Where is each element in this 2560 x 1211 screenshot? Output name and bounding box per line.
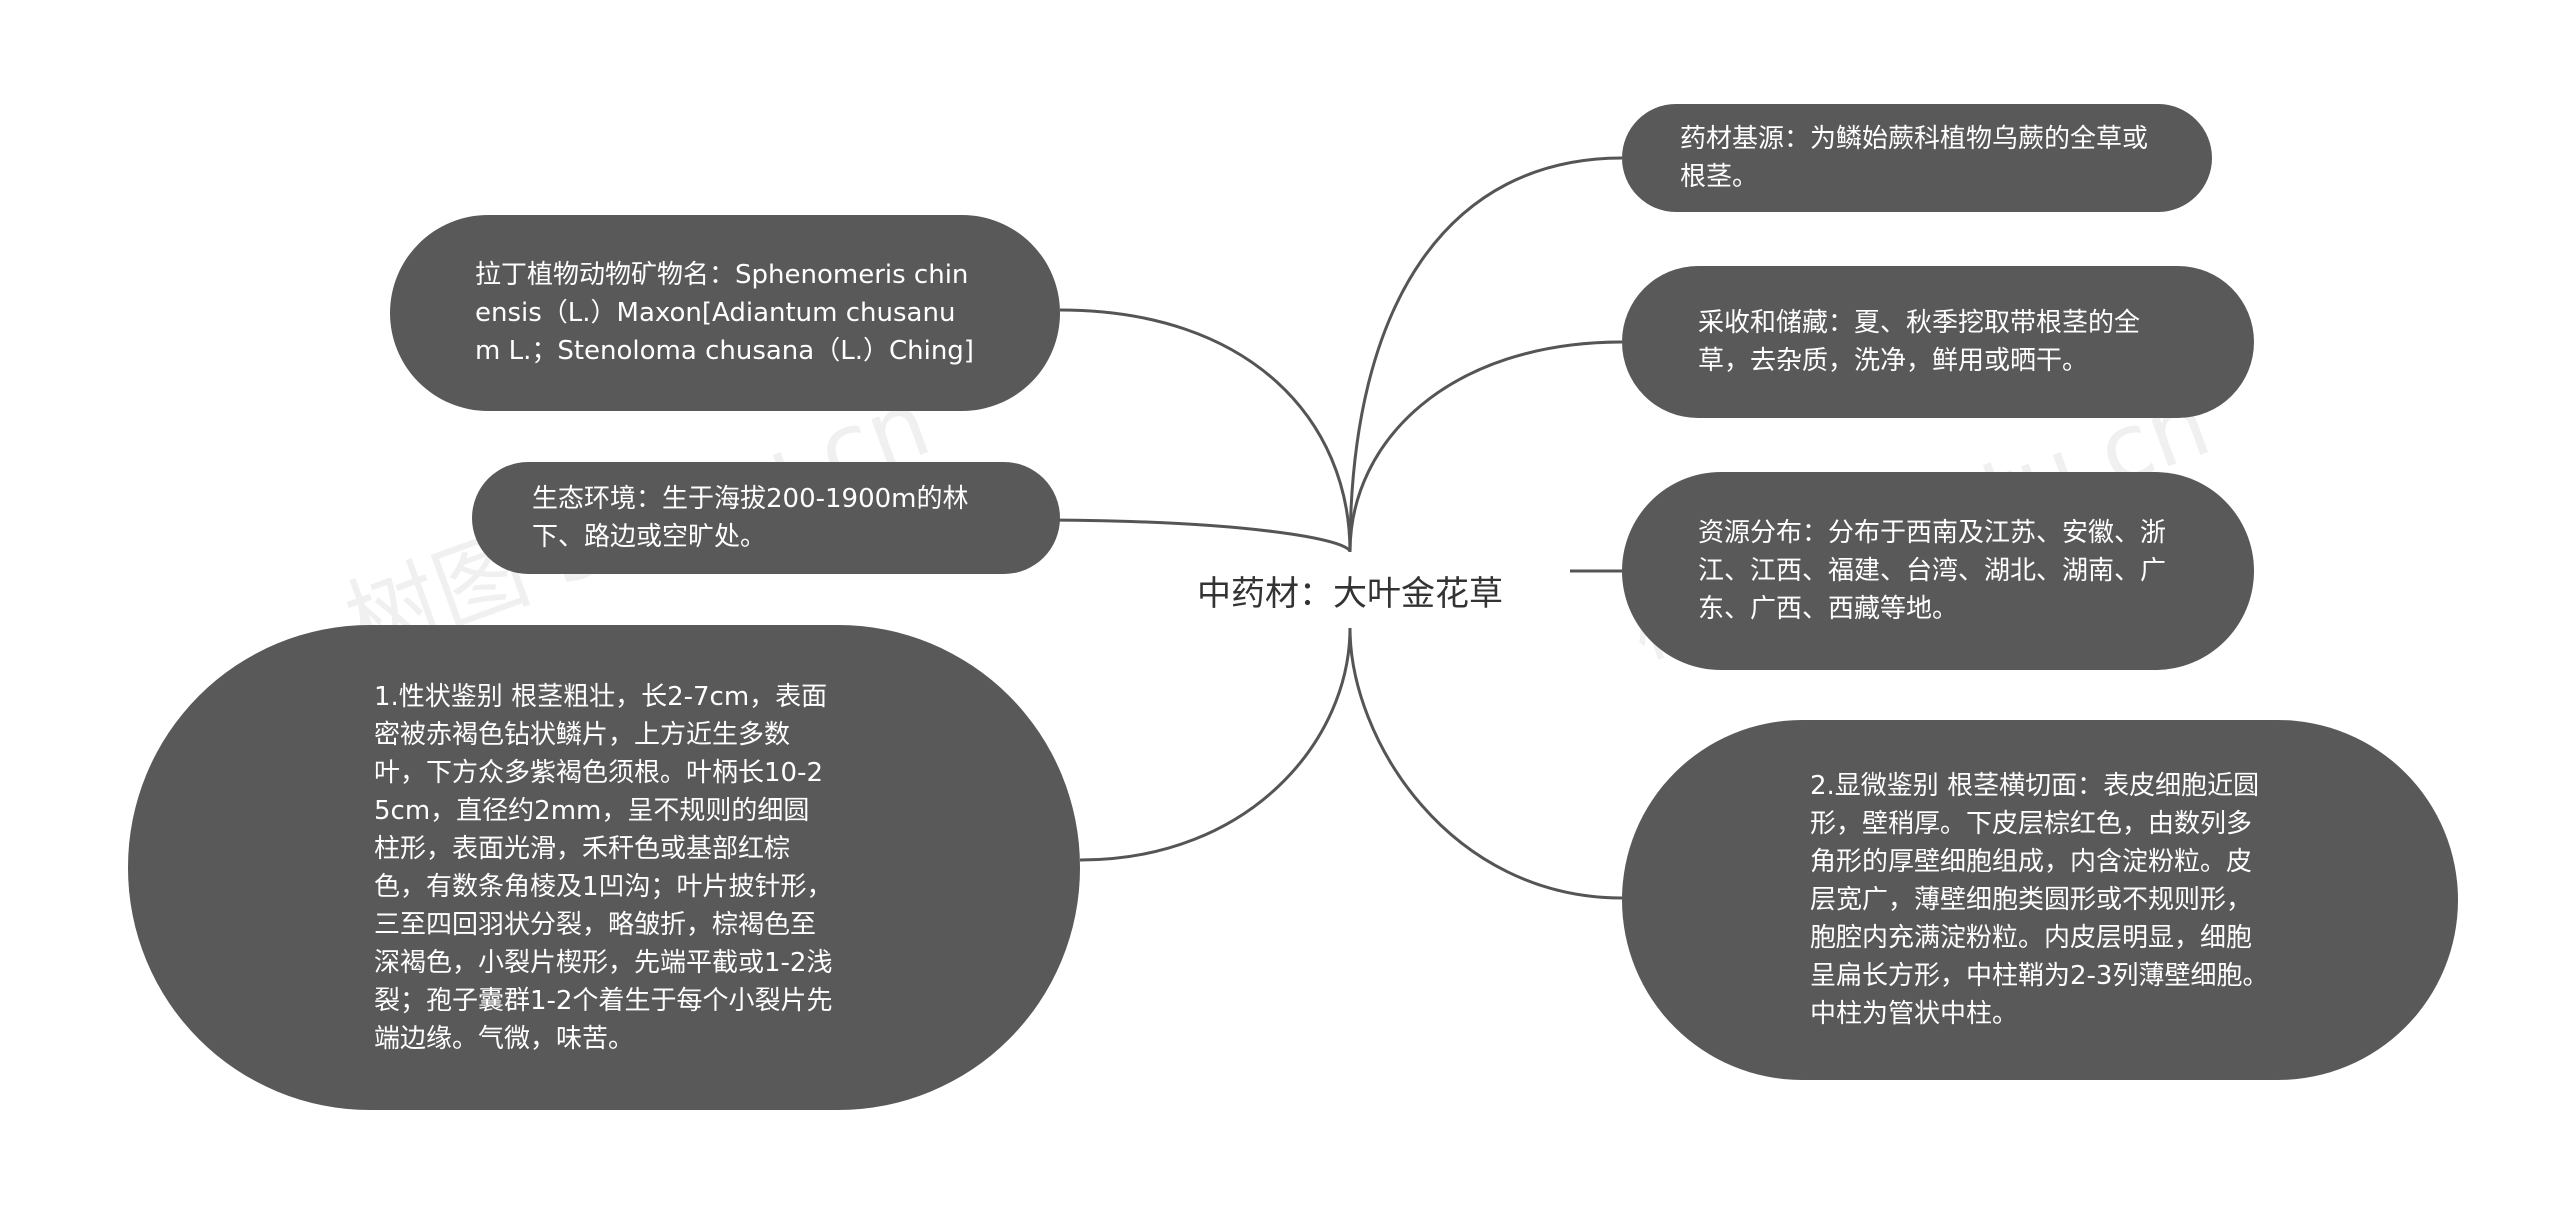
node-latin-name[interactable]: 拉丁植物动物矿物名：Sphenomeris chinensis（L.）Maxon…: [390, 215, 1060, 411]
center-topic[interactable]: 中药材：大叶金花草: [1135, 556, 1565, 624]
node-microscopic-identification[interactable]: 2.显微鉴别 根茎横切面：表皮细胞近圆形，壁稍厚。下皮层棕红色，由数列多角形的厚…: [1622, 720, 2458, 1080]
node-source-text: 药材基源：为鳞始蕨科植物乌蕨的全草或根茎。: [1680, 124, 2149, 192]
connector-source: [1348, 156, 1623, 553]
node-harvest-storage[interactable]: 采收和储藏：夏、秋季挖取带根茎的全草，去杂质，洗净，鲜用或晒干。: [1622, 266, 2254, 418]
center-topic-label: 中药材：大叶金花草: [1197, 573, 1503, 614]
connector-microscopic-identification: [1348, 627, 1623, 900]
node-habitat[interactable]: 生态环境：生于海拔200-1900m的林下、路边或空旷处。: [472, 462, 1060, 574]
node-source[interactable]: 药材基源：为鳞始蕨科植物乌蕨的全草或根茎。: [1622, 104, 2212, 212]
connector-harvest-storage: [1348, 340, 1623, 553]
node-character-identification-text: 1.性状鉴别 根茎粗壮，长2-7cm，表面密被赤褐色钻状鳞片，上方近生多数叶，下…: [374, 681, 833, 1054]
connector-habitat: [1029, 518, 1352, 553]
node-distribution[interactable]: 资源分布：分布于西南及江苏、安徽、浙江、江西、福建、台湾、湖北、湖南、广东、广西…: [1622, 472, 2254, 670]
node-latin-name-text: 拉丁植物动物矿物名：Sphenomeris chinensis（L.）Maxon…: [475, 260, 974, 366]
connector-character-identification: [1079, 627, 1352, 862]
node-distribution-text: 资源分布：分布于西南及江苏、安徽、浙江、江西、福建、台湾、湖北、湖南、广东、广西…: [1698, 518, 2167, 624]
node-character-identification[interactable]: 1.性状鉴别 根茎粗壮，长2-7cm，表面密被赤褐色钻状鳞片，上方近生多数叶，下…: [128, 625, 1080, 1110]
node-harvest-storage-text: 采收和储藏：夏、秋季挖取带根茎的全草，去杂质，洗净，鲜用或晒干。: [1698, 308, 2141, 376]
connector-latin-name: [1059, 308, 1352, 553]
node-microscopic-identification-text: 2.显微鉴别 根茎横切面：表皮细胞近圆形，壁稍厚。下皮层棕红色，由数列多角形的厚…: [1810, 771, 2269, 1029]
node-habitat-text: 生态环境：生于海拔200-1900m的林下、路边或空旷处。: [532, 484, 969, 552]
